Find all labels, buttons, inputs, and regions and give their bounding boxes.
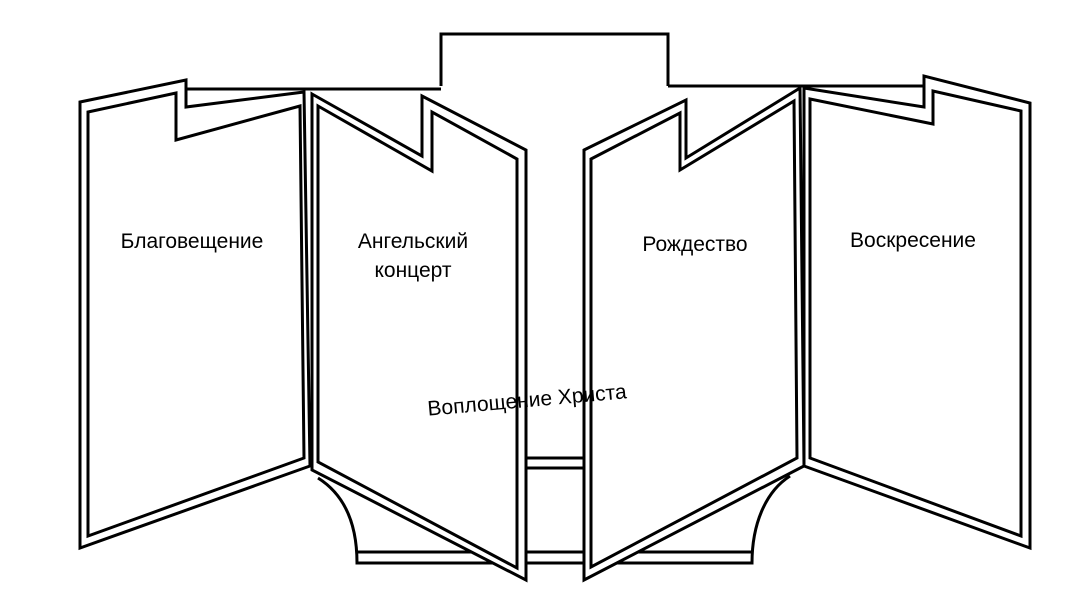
predella-base — [317, 474, 791, 565]
label-nativity: Рождество — [642, 233, 747, 256]
central-bar — [520, 456, 586, 470]
label-resurrection: Воскресение — [850, 229, 976, 252]
panel-annunciation — [78, 78, 312, 551]
rear-structure — [186, 32, 925, 565]
panel-nativity-inner — [589, 98, 799, 570]
panel-angel-concert-inner — [316, 103, 519, 571]
panel-resurrection-inner — [808, 89, 1023, 539]
panel-nativity — [582, 85, 806, 583]
panel-angel-concert — [310, 91, 528, 583]
top-cap — [439, 32, 670, 86]
panel-annunciation-inner — [86, 91, 306, 539]
label-annunciation: Благовещение — [121, 230, 264, 253]
panel-resurrection — [802, 74, 1032, 551]
label-angel-concert-line2: концерт — [374, 259, 451, 282]
label-angel-concert-line1: Ангельский — [358, 230, 468, 253]
